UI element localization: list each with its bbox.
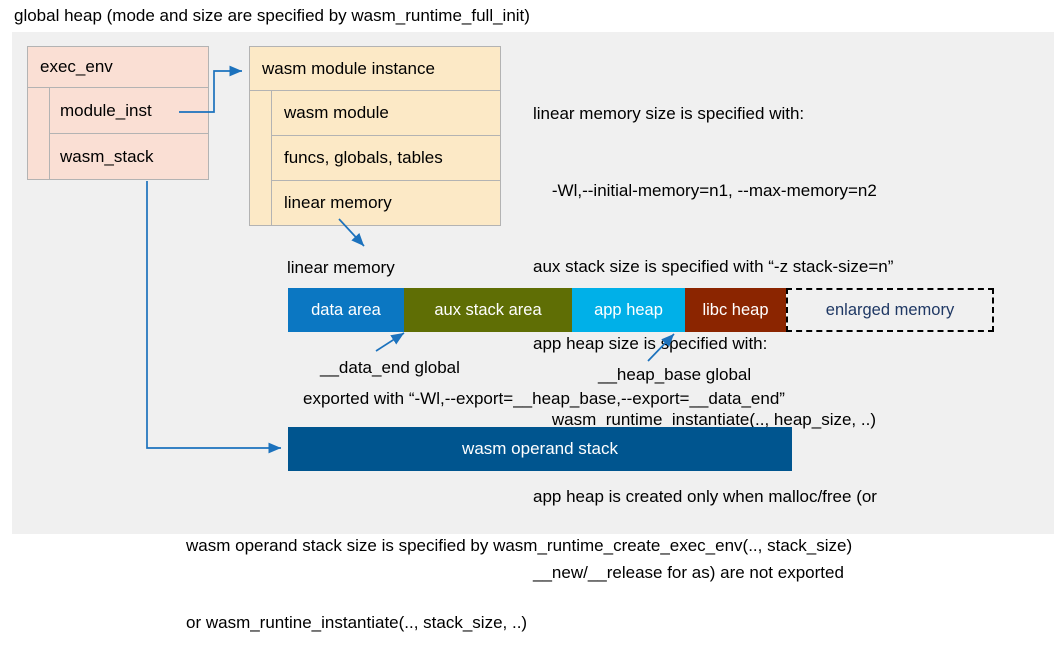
module-instance-field-wasm-module: wasm module xyxy=(272,91,500,136)
note-line: app heap size is specified with: xyxy=(533,333,768,353)
module-instance-body: wasm module funcs, globals, tables linea… xyxy=(250,91,500,225)
exec-env-body: module_inst wasm_stack xyxy=(28,88,208,179)
exec-env-gutter xyxy=(28,88,50,179)
module-instance-field-list: wasm module funcs, globals, tables linea… xyxy=(272,91,500,225)
memory-segment-app-heap: app heap xyxy=(572,288,685,332)
heap-base-annotation: __heap_base global xyxy=(598,365,752,384)
exec-env-header: exec_env xyxy=(28,47,208,88)
linear-memory-bar: data area aux stack area app heap libc h… xyxy=(288,288,994,332)
wasm-operand-stack-bar: wasm operand stack xyxy=(288,427,792,471)
memory-segment-aux-stack-area: aux stack area xyxy=(404,288,572,332)
wasm-module-instance-box: wasm module instance wasm module funcs, … xyxy=(249,46,501,226)
module-instance-field-linear-memory: linear memory xyxy=(272,181,500,225)
memory-segment-enlarged-memory: enlarged memory xyxy=(786,288,994,332)
operand-stack-note-line: wasm operand stack size is specified by … xyxy=(186,536,853,555)
exec-env-field-module-inst: module_inst xyxy=(50,88,208,134)
operand-stack-note-line: or wasm_runtine_instantiate(.., stack_si… xyxy=(186,612,528,632)
note-line: wasm_runtime_instantiate(.., heap_size, … xyxy=(533,410,876,429)
module-instance-field-funcs-globals-tables: funcs, globals, tables xyxy=(272,136,500,181)
linear-memory-notes: linear memory size is specified with: -W… xyxy=(533,50,893,611)
exec-env-field-wasm-stack: wasm_stack xyxy=(50,134,208,179)
linear-memory-label: linear memory xyxy=(287,258,395,277)
memory-segment-libc-heap: libc heap xyxy=(685,288,786,332)
note-line: linear memory size is specified with: xyxy=(533,104,805,123)
memory-segment-data-area: data area xyxy=(288,288,404,332)
operand-stack-note: wasm operand stack size is specified by … xyxy=(186,482,852,661)
note-line: app heap is created only when malloc/fre… xyxy=(533,486,877,506)
module-instance-header: wasm module instance xyxy=(250,47,500,91)
exec-env-field-list: module_inst wasm_stack xyxy=(50,88,208,179)
data-end-annotation: __data_end global xyxy=(320,358,460,377)
exec-env-box: exec_env module_inst wasm_stack xyxy=(27,46,209,180)
page-title: global heap (mode and size are specified… xyxy=(14,6,530,25)
note-line: aux stack size is specified with “-z sta… xyxy=(533,257,894,276)
module-instance-gutter xyxy=(250,91,272,225)
note-line: -Wl,--initial-memory=n1, --max-memory=n2 xyxy=(533,180,877,200)
exported-with-annotation: exported with “-Wl,--export=__heap_base,… xyxy=(303,389,785,408)
wasm-operand-stack-label: wasm operand stack xyxy=(462,439,618,458)
